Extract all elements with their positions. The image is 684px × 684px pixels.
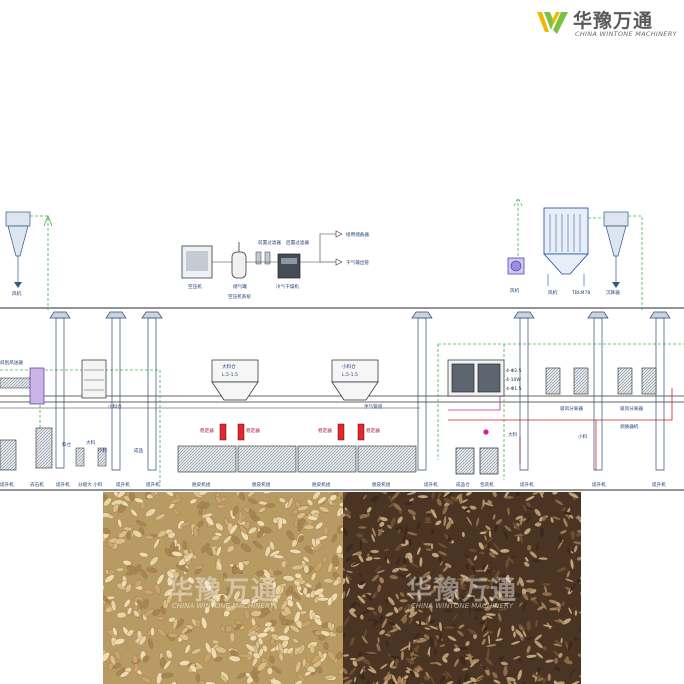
label-dust-model: TBLM78 (571, 290, 590, 296)
bottom-label-2: 去石机 (30, 481, 44, 488)
aspirators (545, 367, 657, 395)
label-air-line: 手气管道 (364, 403, 383, 410)
label-out-1: 接用储备器 (346, 231, 369, 238)
bottom-label-15: 提升机 (592, 481, 606, 488)
label-screen-1: 4-Φ2.5 (506, 368, 522, 374)
label-bin-small-center: 小料仓 (342, 363, 356, 370)
logo-mark-icon (537, 12, 568, 34)
bottom-label-11: 提升机 (424, 481, 438, 488)
bottom-label-1: 提升机 (0, 481, 14, 488)
label-screen-2: 4-10W (506, 377, 521, 383)
bottom-label-8: 脱皮机组 (252, 481, 271, 488)
bottom-label-7: 脱皮机组 (192, 481, 211, 488)
bottom-label-13: 包装机 (480, 481, 494, 488)
label-conveyor-left: 斜刮风送器 (0, 359, 23, 366)
label-cyclone-right: 沉降器 (606, 289, 620, 296)
storage-bins (211, 359, 379, 401)
company-logo: 华豫万通 CHINA WINTONE MACHINERY (535, 6, 680, 42)
bottom-label-16: 提升机 (652, 481, 666, 488)
label-bin-large-spec: L.5-1.5 (222, 372, 238, 378)
label-mid-4: 大料 (508, 431, 518, 438)
label-separator-3: 调质器机 (620, 423, 639, 430)
bucket-elevators (49, 311, 671, 471)
feeding-section (0, 367, 53, 471)
bottom-label-6: 提升机 (146, 481, 160, 488)
label-mid-6: 成品 (134, 447, 144, 454)
label-out-2: 干气输出管 (346, 259, 369, 266)
label-mid-1: 料仓 (62, 441, 72, 448)
label-air-system: 空压机系统 (228, 293, 251, 300)
label-dryer: 冷气干燥机 (276, 283, 299, 290)
air-compressor-system (181, 230, 343, 279)
watermark-right-sub: CHINA WINTONE MACHINERY (410, 602, 514, 610)
label-mid-3: 小料 (98, 447, 108, 454)
seed-hulls-image (343, 492, 581, 684)
process-flow-diagram: 风机 空压机 储气罐 空压机系统 前置过滤器 后置过滤器 冷气干燥机 接用储备器… (0, 197, 684, 491)
label-screen-3: 4-Φ1.5 (506, 386, 522, 392)
label-fan-right: 风机 (510, 287, 520, 294)
bottom-label-4: 分级大 小料 (78, 481, 103, 488)
air-ducts (0, 343, 684, 486)
photo-hulled-seeds: 华豫万通 CHINA WINTONE MACHINERY (103, 492, 343, 684)
photo-seed-hulls: 华豫万通 CHINA WINTONE MACHINERY (343, 492, 581, 684)
label-mid-2: 大料 (86, 439, 96, 446)
cyclone-left (5, 211, 53, 310)
bottom-label-14: 提升机 (520, 481, 534, 488)
valves (219, 423, 365, 441)
label-dust-collector: 风机 (548, 289, 558, 296)
label-compressor: 空压机 (188, 283, 202, 290)
bottom-label-5: 提升机 (116, 481, 130, 488)
label-bin-large: 大料仓 (222, 363, 236, 370)
label-filter-1: 前置过滤器 (258, 239, 281, 246)
label-valve-1: 稳定器 (200, 427, 214, 434)
label-valve-3: 稳定器 (318, 427, 332, 434)
label-cyclone-left: 风机 (12, 290, 22, 297)
logo-name: 华豫万通 (573, 10, 654, 32)
bottom-label-3: 提升机 (56, 481, 70, 488)
logo-subtitle: CHINA WINTONE MACHINERY (575, 30, 677, 38)
label-bin-small-spec: L.5-1.5 (342, 372, 358, 378)
watermark-right: 华豫万通 (405, 576, 518, 606)
bottom-label-10: 脱皮机组 (372, 481, 391, 488)
label-valve-4: 稳定器 (366, 427, 380, 434)
label-air-tank: 储气罐 (233, 283, 247, 290)
hulled-seeds-image (103, 492, 343, 684)
watermark-left-sub: CHINA WINTONE MACHINERY (171, 602, 275, 610)
cyclone-right (603, 211, 643, 310)
sifter-units (447, 359, 505, 475)
label-separator-2: 吸风分离器 (620, 405, 643, 412)
watermark-left: 华豫万通 (166, 576, 279, 606)
label-valve-2: 稳定器 (246, 427, 260, 434)
product-photos: 华豫万通 CHINA WINTONE MACHINERY 华豫万通 CHINA … (103, 492, 581, 684)
dehuller-row (177, 445, 417, 473)
label-separator-1: 吸风分离器 (560, 405, 583, 412)
grading-sieve (75, 359, 107, 467)
bottom-label-12: 成品仓 (456, 481, 470, 488)
bottom-label-9: 脱皮机组 (312, 481, 331, 488)
diagram-labels: 风机 空压机 储气罐 空压机系统 前置过滤器 后置过滤器 冷气干燥机 接用储备器… (0, 231, 666, 488)
dust-collector-group (507, 197, 604, 286)
label-mid-5: 小料 (578, 433, 588, 440)
label-bin-small-left: 小料仓 (108, 403, 122, 410)
label-filter-2: 后置过滤器 (286, 239, 309, 246)
